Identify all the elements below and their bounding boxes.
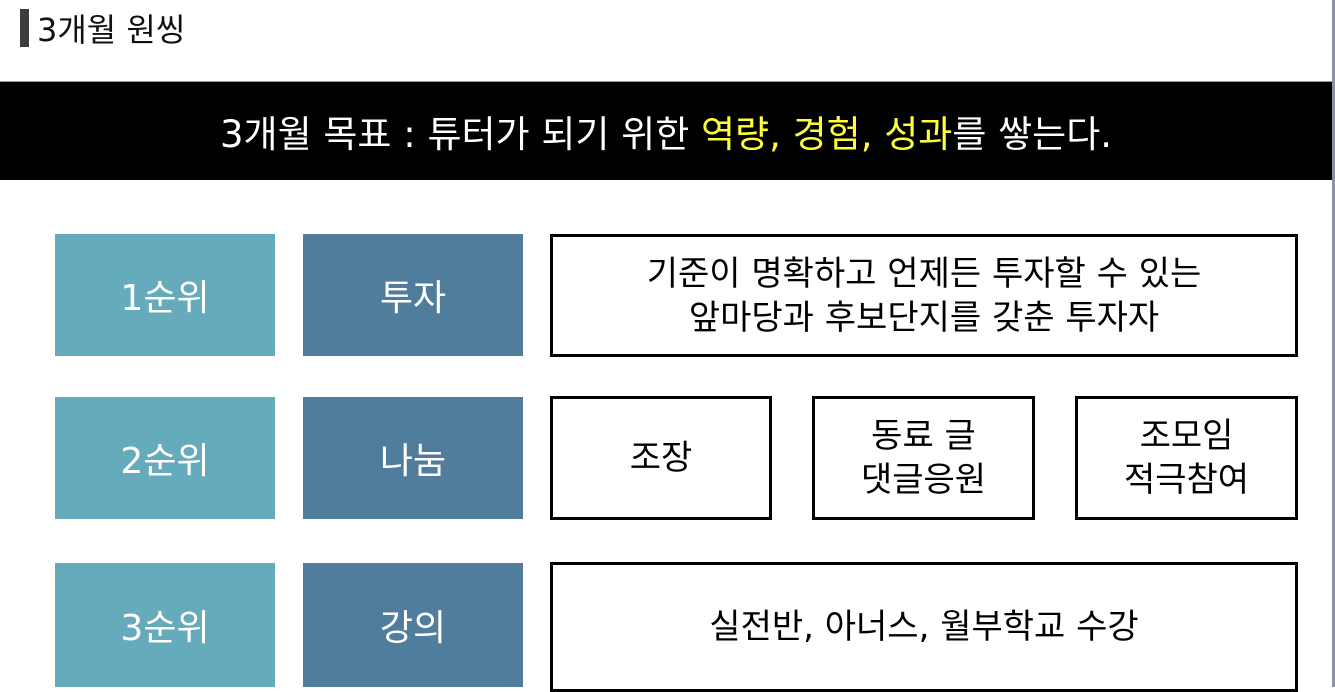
category-invest-tile: 투자 (303, 234, 523, 356)
page-title-text: 3개월 원씽 (37, 11, 186, 49)
category-share-tile: 나눔 (303, 397, 523, 519)
goal-prefix: 3개월 목표 : 튜터가 되기 위한 (220, 113, 702, 156)
share-item-box: 조모임 적극참여 (1075, 396, 1298, 520)
page-title: 3개월 원씽 (20, 8, 186, 49)
priority-3-tile: 3순위 (55, 563, 275, 687)
share-item-box: 동료 글 댓글응원 (812, 396, 1035, 520)
lecture-goal-box: 실전반, 아너스, 월부학교 수강 (550, 562, 1298, 692)
invest-goal-box: 기준이 명확하고 언제든 투자할 수 있는 앞마당과 후보단지를 갖춘 투자자 (550, 234, 1298, 357)
priority-1-tile: 1순위 (55, 234, 275, 356)
priority-2-tile: 2순위 (55, 397, 275, 519)
category-lecture-tile: 강의 (303, 563, 523, 687)
share-item-box: 조장 (550, 396, 772, 520)
title-bar-marker (20, 9, 29, 47)
window-border (1332, 0, 1335, 687)
goal-suffix: 를 쌓는다. (952, 113, 1112, 156)
goal-highlight: 역량, 경험, 성과 (701, 113, 953, 156)
